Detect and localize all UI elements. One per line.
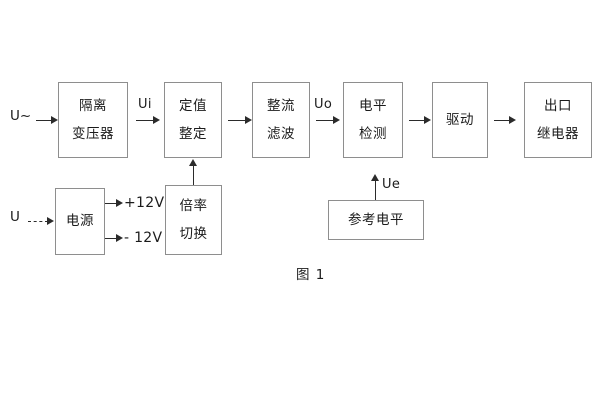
signal-label-ue: Ue bbox=[382, 177, 401, 192]
figure-caption: 图 1 bbox=[296, 267, 326, 283]
arrowhead-reference-to-level bbox=[371, 174, 379, 181]
wire-rectify-to-level bbox=[316, 120, 334, 121]
wire-multiplier-to-setting bbox=[193, 165, 194, 185]
block-isolation-transformer: 隔离 变压器 bbox=[58, 82, 128, 158]
ac-input-arrowhead bbox=[51, 116, 58, 124]
wire-reference-to-level bbox=[375, 180, 376, 200]
block-level-detection: 电平 检测 bbox=[343, 82, 403, 158]
block-rectify-filter-line-1: 整流 bbox=[267, 98, 295, 115]
block-rectify-filter: 整流 滤波 bbox=[252, 82, 310, 158]
dc-input-arrowhead bbox=[47, 217, 54, 225]
block-output-relay-line-2: 继电器 bbox=[537, 125, 579, 142]
wire-transformer-to-setting bbox=[136, 120, 154, 121]
dc-input-label: U bbox=[10, 209, 20, 225]
block-setting-value: 定值 整定 bbox=[164, 82, 222, 158]
block-level-detection-line-1: 电平 bbox=[359, 98, 387, 115]
block-drive-line-1: 驱动 bbox=[446, 111, 474, 128]
dc-input-wire bbox=[28, 221, 48, 222]
arrowhead-level-to-drive bbox=[424, 116, 431, 124]
rail-positive-label: +12V bbox=[124, 195, 165, 211]
arrowhead-transformer-to-setting bbox=[153, 116, 160, 124]
block-multiplier-switch-line-2: 切换 bbox=[179, 225, 208, 242]
arrowhead-rail-negative bbox=[116, 234, 123, 242]
arrowhead-rectify-to-level bbox=[333, 116, 340, 124]
signal-label-ui: Ui bbox=[138, 97, 152, 112]
block-reference-level: 参考电平 bbox=[328, 200, 424, 240]
wire-rail-positive bbox=[105, 203, 117, 204]
rail-negative-label: - 12V bbox=[124, 230, 163, 246]
block-isolation-transformer-line-1: 隔离 bbox=[79, 98, 107, 115]
block-power-supply: 电源 bbox=[55, 188, 105, 255]
block-drive: 驱动 bbox=[432, 82, 488, 158]
block-isolation-transformer-line-2: 变压器 bbox=[72, 125, 114, 142]
block-reference-level-line-1: 参考电平 bbox=[348, 211, 404, 228]
arrowhead-setting-to-rectify bbox=[245, 116, 252, 124]
wire-level-to-drive bbox=[409, 120, 425, 121]
ac-input-wire bbox=[36, 120, 52, 121]
block-multiplier-switch-line-1: 倍率 bbox=[179, 198, 208, 215]
block-power-supply-line-1: 电源 bbox=[66, 213, 94, 230]
arrowhead-drive-to-relay bbox=[509, 116, 516, 124]
arrowhead-multiplier-to-setting bbox=[189, 159, 197, 166]
signal-label-uo: Uo bbox=[314, 97, 333, 112]
block-rectify-filter-line-2: 滤波 bbox=[267, 125, 295, 142]
block-output-relay: 出口 继电器 bbox=[524, 82, 592, 158]
block-level-detection-line-2: 检测 bbox=[359, 125, 387, 142]
wire-rail-negative bbox=[105, 238, 117, 239]
wire-setting-to-rectify bbox=[228, 120, 246, 121]
block-setting-value-line-1: 定值 bbox=[179, 98, 207, 115]
block-output-relay-line-1: 出口 bbox=[544, 98, 572, 115]
arrowhead-rail-positive bbox=[116, 199, 123, 207]
block-multiplier-switch: 倍率 切换 bbox=[165, 185, 222, 255]
wire-drive-to-relay bbox=[494, 120, 510, 121]
block-setting-value-line-2: 整定 bbox=[179, 125, 207, 142]
ac-input-label: U~ bbox=[10, 108, 32, 124]
